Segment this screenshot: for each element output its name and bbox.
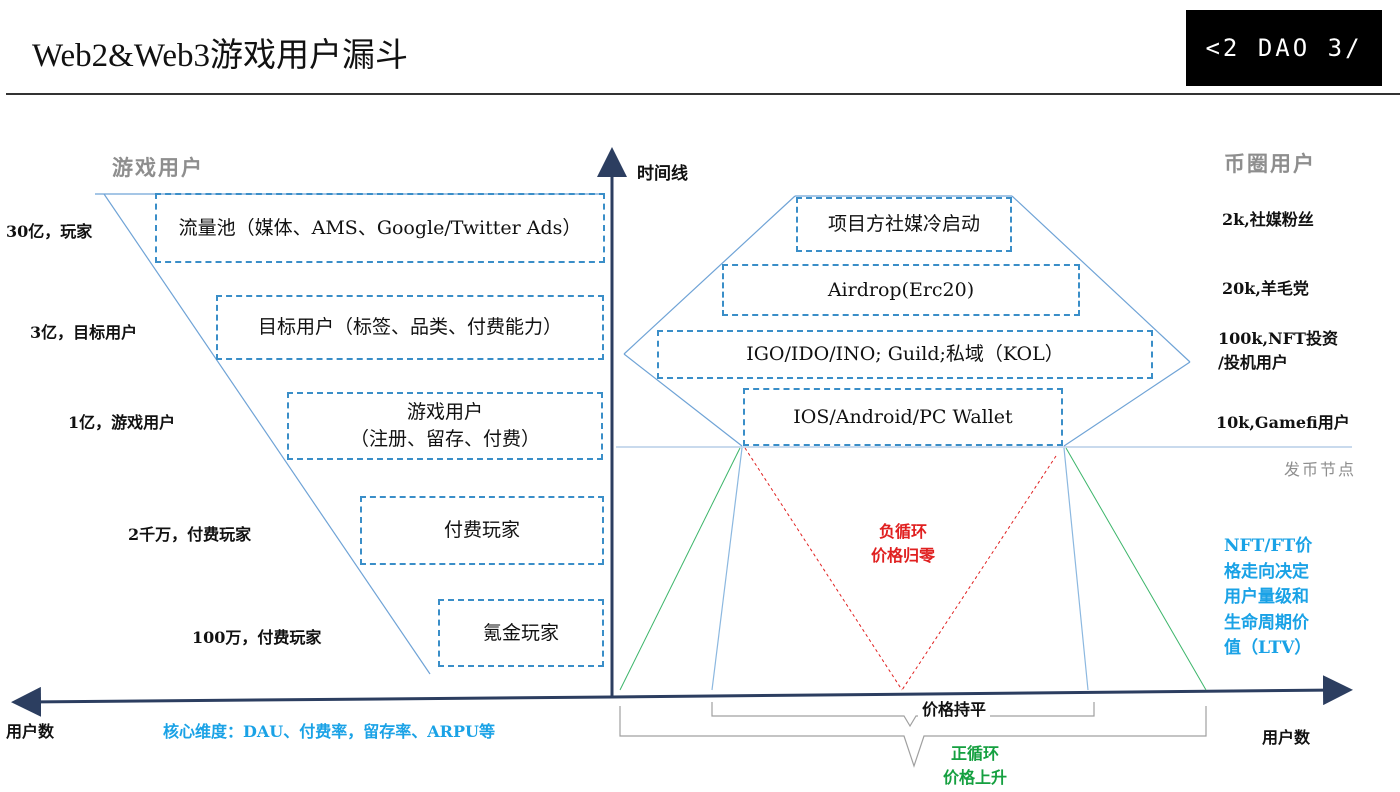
web3-section-title: 币圈用户 <box>1224 152 1316 176</box>
positive-cycle-line1: 正循环 <box>950 744 999 763</box>
web2-count-label-2: 3亿，目标用户 <box>30 323 138 342</box>
web2-count-label-3: 1亿，游戏用户 <box>68 413 176 432</box>
web2-count-label-1: 30亿，玩家 <box>6 222 93 241</box>
positive-cycle-right <box>1065 447 1207 691</box>
ltv-note-line4: 生命周期价 <box>1224 612 1309 633</box>
flat-cycle-left <box>711 447 743 691</box>
web2-stage-traffic-pool: 流量池（媒体、AMS、Google/Twitter Ads） <box>155 193 605 263</box>
ltv-note-line5: 值（LTV） <box>1224 638 1312 658</box>
web3-funnel-right-upper <box>1011 195 1191 363</box>
web3-funnel-right-lower <box>1063 361 1191 447</box>
web3-stage-social-cold-start: 项目方社媒冷启动 <box>796 197 1012 252</box>
web2-stage-whale-players: 氪金玩家 <box>438 599 604 667</box>
header-divider <box>6 93 1400 95</box>
positive-cycle-left <box>619 447 741 691</box>
web3-stage-wallet: IOS/Android/PC Wallet <box>743 388 1063 446</box>
time-axis-label: 时间线 <box>637 164 688 184</box>
flat-cycle-right <box>1063 447 1089 691</box>
issuance-node-label: 发币节点 <box>1284 460 1357 479</box>
negative-cycle-left <box>744 447 903 691</box>
web3-count-label-2: 20k,羊毛党 <box>1222 279 1309 298</box>
web3-stage-airdrop: Airdrop(Erc20) <box>722 264 1080 316</box>
ltv-note-line1: NFT/FT价 <box>1224 536 1313 556</box>
web2-stage-game-users-line2: （注册、留存、付费） <box>349 428 540 450</box>
core-dimensions-note: 核心维度：DAU、付费率，留存率、ARPU等 <box>163 722 495 741</box>
web3-count-label-3-line1: 100k,NFT投资 <box>1218 329 1338 348</box>
web2-count-label-5: 100万，付费玩家 <box>192 628 322 647</box>
user-count-axis-left <box>11 686 613 717</box>
web2-stage-target-users: 目标用户（标签、品类、付费能力） <box>216 295 604 360</box>
left-axis-label: 用户数 <box>6 722 55 741</box>
web3-funnel-left-upper <box>623 195 796 355</box>
web2-count-label-4: 2千万，付费玩家 <box>128 525 252 544</box>
right-axis-label: 用户数 <box>1262 728 1311 747</box>
web3-funnel-left-lower <box>623 353 743 447</box>
web3-count-label-3: 100k,NFT投资 /投机用户 <box>1218 327 1338 375</box>
page-title: Web2&Web3游戏用户漏斗 <box>32 38 408 74</box>
positive-cycle-line2: 价格上升 <box>942 768 1007 787</box>
web3-count-label-1: 2k,社媒粉丝 <box>1222 210 1314 229</box>
web2-stage-game-users-line1: 游戏用户 <box>406 401 483 424</box>
web2-section-title: 游戏用户 <box>112 156 204 180</box>
web3-stage-igo-guild: IGO/IDO/INO; Guild;私域（KOL） <box>657 330 1153 379</box>
web2-stage-paying-players: 付费玩家 <box>360 496 604 565</box>
price-flat-label: 价格持平 <box>918 696 991 720</box>
negative-cycle-line2: 价格归零 <box>870 546 935 565</box>
negative-cycle-label: 负循环 价格归零 <box>860 520 946 568</box>
ltv-note: NFT/FT价 格走向决定 用户量级和 生命周期价 值（LTV） <box>1224 534 1312 662</box>
web3-count-label-3-line2: /投机用户 <box>1218 353 1288 372</box>
negative-cycle-right <box>901 455 1057 691</box>
positive-cycle-brace <box>619 706 1207 768</box>
web3-count-label-4: 10k,Gamefi用户 <box>1216 413 1350 432</box>
ltv-note-line3: 用户量级和 <box>1224 587 1309 607</box>
price-flat-brace <box>711 702 1095 728</box>
negative-cycle-line1: 负循环 <box>878 522 927 541</box>
dao-logo: <2 DAO 3/ <box>1186 10 1382 86</box>
ltv-note-line2: 格走向决定 <box>1224 561 1309 582</box>
user-count-axis-right <box>611 675 1353 706</box>
positive-cycle-label: 正循环 价格上升 <box>940 742 1010 790</box>
web2-funnel-diagonal <box>103 193 431 675</box>
web2-stage-game-users: 游戏用户 （注册、留存、付费） <box>287 392 603 460</box>
